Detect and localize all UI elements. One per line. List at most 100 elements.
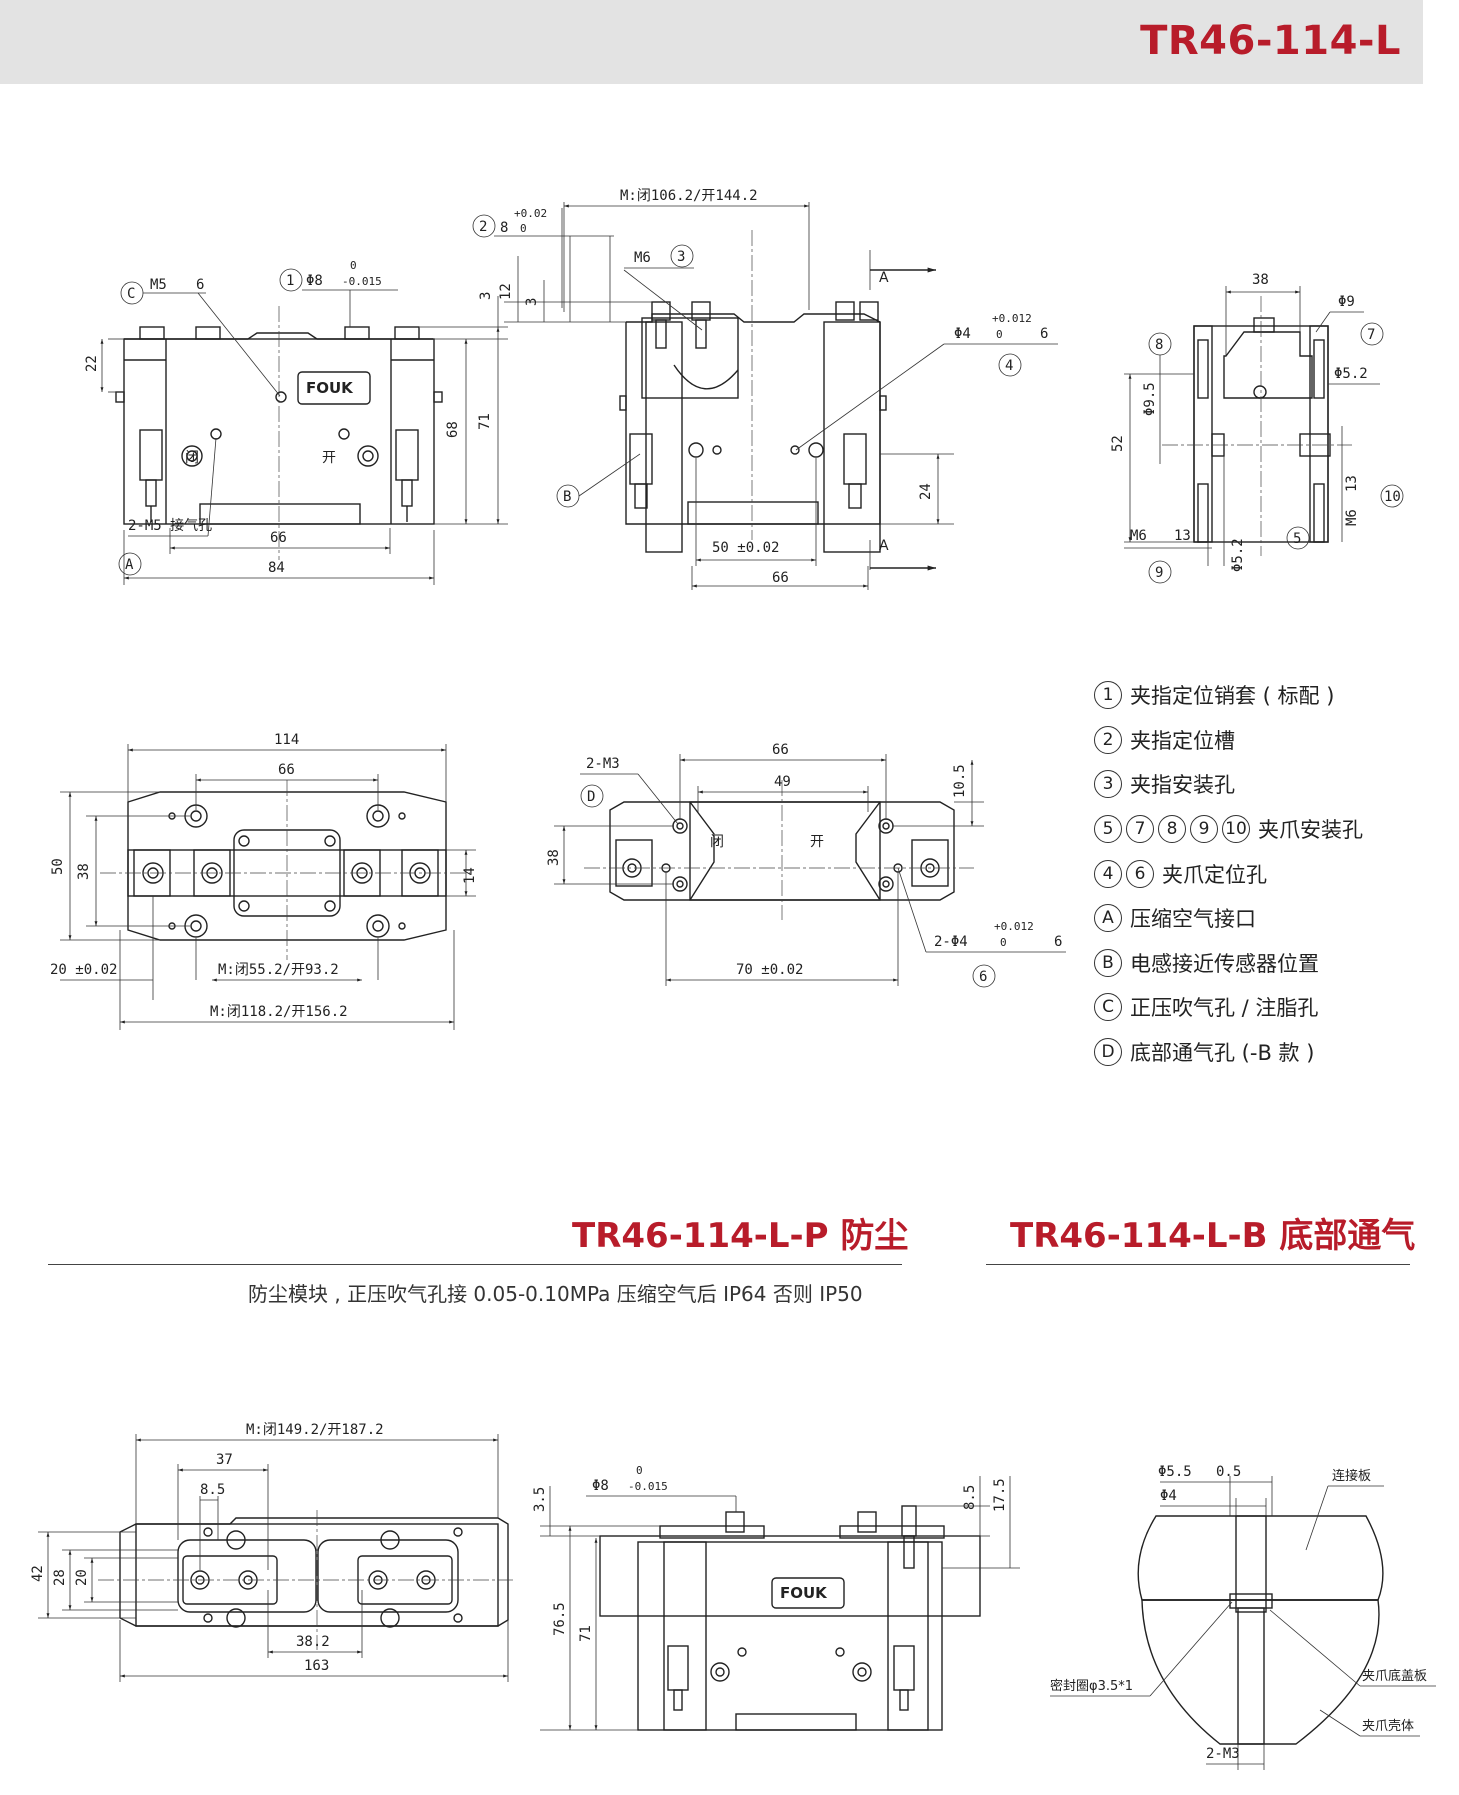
header-bar (0, 0, 1423, 84)
top-dim-114: 114 (274, 732, 299, 748)
front-air-port: 2-M5 接气孔 (128, 517, 212, 534)
legend-row: A 压缩空气接口 (1094, 896, 1363, 941)
callout-marker: D (1094, 1038, 1122, 1067)
section-b-title: TR46-114-L-B 底部通气 (1010, 1216, 1416, 1256)
legend-text: 底部通气孔 (-B 款 ) (1130, 1041, 1315, 1066)
top-view-drawing: 114 66 50 38 14 20 ±0.02 M:闭55.2/开93.2 M… (50, 730, 480, 1040)
side-hole4: Φ4 (954, 326, 971, 342)
callout-marker: 9 (1190, 815, 1218, 844)
callout-marker: 4 (1094, 859, 1122, 888)
front-pin-tol-lower: -0.015 (342, 275, 382, 288)
b-detail-d55: Φ5.5 (1158, 1464, 1192, 1480)
legend-row: D 底部通气孔 (-B 款 ) (1094, 1030, 1363, 1075)
bottom-open-label: 开 (810, 834, 824, 850)
section-dim-38: 38 (1252, 272, 1269, 288)
side-dim-12: 12 (498, 283, 514, 300)
top-stroke-b: M:闭118.2/开156.2 (210, 1004, 348, 1020)
legend-text: 正压吹气孔 / 注脂孔 (1130, 996, 1319, 1021)
callout-marker: 10 (1222, 815, 1250, 844)
front-dim-3: 3 (478, 292, 494, 300)
bottom-hole-tol-lower: 0 (1000, 936, 1007, 949)
section-p-title: TR46-114-L-P 防尘 (572, 1216, 909, 1256)
top-dim-50: 50 (50, 858, 66, 875)
p-front-pin-tol-upper: 0 (636, 1464, 643, 1477)
section-b-rule (986, 1264, 1410, 1265)
front-dim-68: 68 (445, 421, 461, 438)
section-d52b: Φ5.2 (1230, 538, 1246, 572)
legend-markers: A (1094, 904, 1122, 933)
p-front-dim-175: 17.5 (992, 1478, 1008, 1512)
legend-text: 夹指安装孔 (1130, 773, 1235, 798)
callout-marker: 3 (1094, 770, 1122, 799)
top-dim-20: 20 ±0.02 (50, 962, 117, 978)
bottom-m3: 2-M3 (586, 756, 620, 772)
top-dim-14: 14 (462, 867, 478, 884)
side-hole4-tol-lower: 0 (996, 328, 1003, 341)
front-dim-71: 71 (477, 413, 493, 430)
front-c-hole: M5 (150, 277, 167, 293)
section-callout-8: 8 (1155, 337, 1163, 353)
bottom-hole: 2-Φ4 (934, 934, 968, 950)
legend-text: 夹指定位销套 ( 标配 ) (1130, 684, 1335, 709)
b-detail-d4: Φ4 (1160, 1488, 1177, 1504)
side-hole4-depth: 6 (1040, 326, 1048, 342)
side-slot-tol-upper: +0.02 (514, 207, 547, 220)
p-front-dim-85: 8.5 (962, 1485, 978, 1510)
side-view-drawing: M:闭106.2/开144.2 2 8 +0.02 0 3 M6 12 3 A … (472, 188, 1074, 600)
front-view-drawing: FOUK 闭 开 84 66 68 71 3 22 C M5 6 1 Φ8 0 … (84, 259, 518, 600)
legend-text: 电感接近传感器位置 (1130, 951, 1319, 976)
section-d95: Φ9.5 (1142, 382, 1158, 416)
callout-marker: C (1094, 993, 1122, 1022)
p-top-stroke: M:闭149.2/开187.2 (246, 1422, 384, 1438)
side-section-a-top: A (879, 270, 889, 286)
callout-marker: A (1094, 904, 1122, 933)
legend-markers: B (1094, 948, 1122, 977)
p-front-pin: Φ8 (592, 1478, 609, 1494)
legend-markers: C (1094, 993, 1122, 1022)
bottom-hole-tol-upper: +0.012 (994, 920, 1034, 933)
callout-marker: 1 (1094, 681, 1122, 710)
legend-markers: 3 (1094, 770, 1122, 799)
side-hole4-tol-upper: +0.012 (992, 312, 1032, 325)
p-top-dim-20: 20 (74, 1569, 90, 1586)
legend-row: 1 夹指定位销套 ( 标配 ) (1094, 673, 1363, 718)
front-open-label: 开 (322, 450, 336, 466)
p-top-dim-42: 42 (30, 1565, 46, 1582)
bottom-dim-70: 70 ±0.02 (736, 962, 803, 978)
section-m6a-depth: 13 (1174, 528, 1191, 544)
legend-row: C 正压吹气孔 / 注脂孔 (1094, 985, 1363, 1030)
front-pin-tol-upper: 0 (350, 259, 357, 272)
side-dim-66: 66 (772, 570, 789, 586)
front-callout-c: C (127, 286, 135, 302)
callout-marker: 7 (1126, 815, 1154, 844)
side-m6: M6 (634, 250, 651, 266)
p-top-dim-37: 37 (216, 1452, 233, 1468)
callout-marker: 2 (1094, 725, 1122, 754)
side-slot: 8 (500, 220, 508, 236)
callout-marker: 5 (1094, 815, 1122, 844)
section-m6a: M6 (1130, 528, 1147, 544)
callout-marker: 6 (1126, 859, 1154, 888)
bottom-dim-38: 38 (546, 849, 562, 866)
side-slot-tol-lower: 0 (520, 222, 527, 235)
section-callout-10: 10 (1384, 489, 1401, 505)
b-detail-d55-depth: 0.5 (1216, 1464, 1241, 1480)
bottom-dim-49: 49 (774, 774, 791, 790)
legend-markers: D (1094, 1038, 1122, 1067)
bottom-close-label: 闭 (710, 834, 724, 850)
front-dim-22: 22 (84, 355, 100, 372)
p-front-dim-765: 76.5 (552, 1602, 568, 1636)
section-m6b-depth: 13 (1344, 475, 1360, 492)
legend-text: 压缩空气接口 (1130, 907, 1256, 932)
side-callout-4: 4 (1005, 358, 1013, 374)
legend-markers: 1 (1094, 681, 1122, 710)
legend-text: 夹爪定位孔 (1162, 862, 1267, 887)
p-top-dim-163: 163 (304, 1658, 329, 1674)
bottom-view-drawing: 闭 开 2-M3 D 66 49 10.5 38 2-Φ4 +0.012 0 6… (546, 740, 1094, 1000)
legend-text: 夹爪安装孔 (1258, 818, 1363, 843)
